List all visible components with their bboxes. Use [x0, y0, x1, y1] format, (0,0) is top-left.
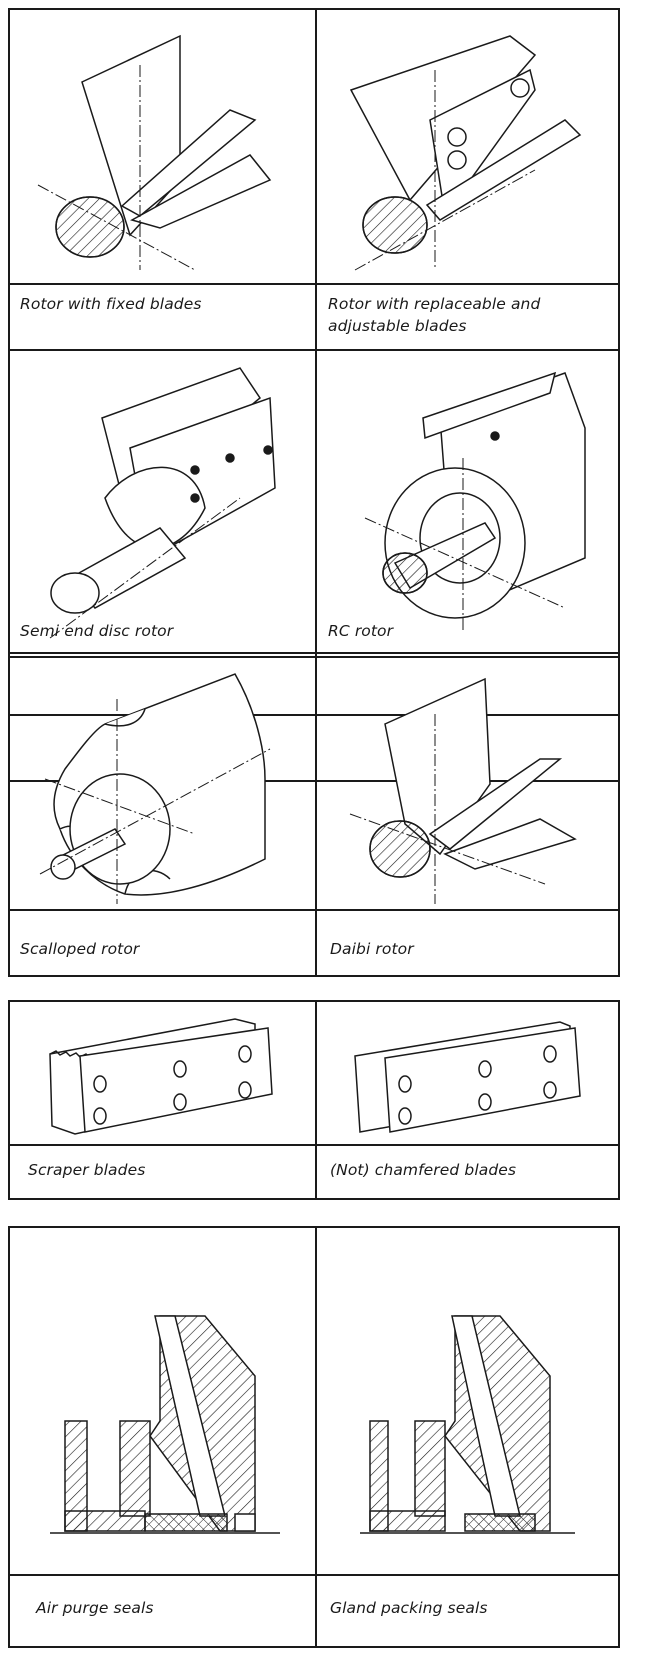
caption-daibi-rotor: Daibi rotor [330, 940, 414, 958]
daibi-rotor-illustration [345, 674, 605, 904]
caption-replaceable-blades-line2: adjustable blades [328, 317, 467, 335]
air-purge-seal-illustration [50, 1316, 280, 1566]
rotor-types-table-bottom: Scalloped rotor Daibi rotor [8, 652, 620, 977]
row-divider [10, 909, 618, 911]
rotor-types-table: Rotor with fixed blades Rotor with repla… [8, 8, 620, 782]
semi-end-disc-rotor-illustration [30, 358, 300, 648]
row-divider [10, 283, 618, 285]
chamfered-blades-illustration [345, 1014, 595, 1134]
column-divider [315, 10, 317, 780]
column-divider [315, 654, 317, 975]
column-divider [315, 1002, 317, 1198]
row-divider [10, 349, 618, 351]
caption-chamfered-blades: (Not) chamfered blades [330, 1161, 517, 1179]
caption-replaceable-blades: Rotor with replaceable and [328, 295, 541, 313]
caption-fixed-blades: Rotor with fixed blades [20, 295, 202, 313]
caption-rc-rotor: RC rotor [328, 622, 394, 640]
caption-scraper-blades: Scraper blades [28, 1161, 146, 1179]
replaceable-blade-rotor-illustration [335, 30, 605, 275]
row-divider [10, 1574, 618, 1576]
caption-gland-packing-seals: Gland packing seals [330, 1599, 488, 1617]
caption-air-purge-seals: Air purge seals [36, 1599, 154, 1617]
fixed-blade-rotor-illustration [30, 30, 300, 275]
row-divider [10, 1144, 618, 1146]
column-divider [315, 1228, 317, 1646]
caption-scalloped-rotor: Scalloped rotor [20, 940, 140, 958]
seal-types-table: Air purge seals Gland packing seals [8, 1226, 620, 1648]
scalloped-rotor-illustration [35, 669, 305, 904]
gland-packing-seal-illustration [360, 1316, 590, 1566]
scraper-blades-illustration [40, 1014, 290, 1134]
blade-types-table: Scraper blades (Not) chamfered blades [8, 1000, 620, 1200]
caption-semi-end-disc: Semi end disc rotor [20, 622, 174, 640]
row-divider [10, 656, 618, 658]
row-divider [10, 714, 618, 716]
rc-rotor-illustration [335, 358, 605, 648]
